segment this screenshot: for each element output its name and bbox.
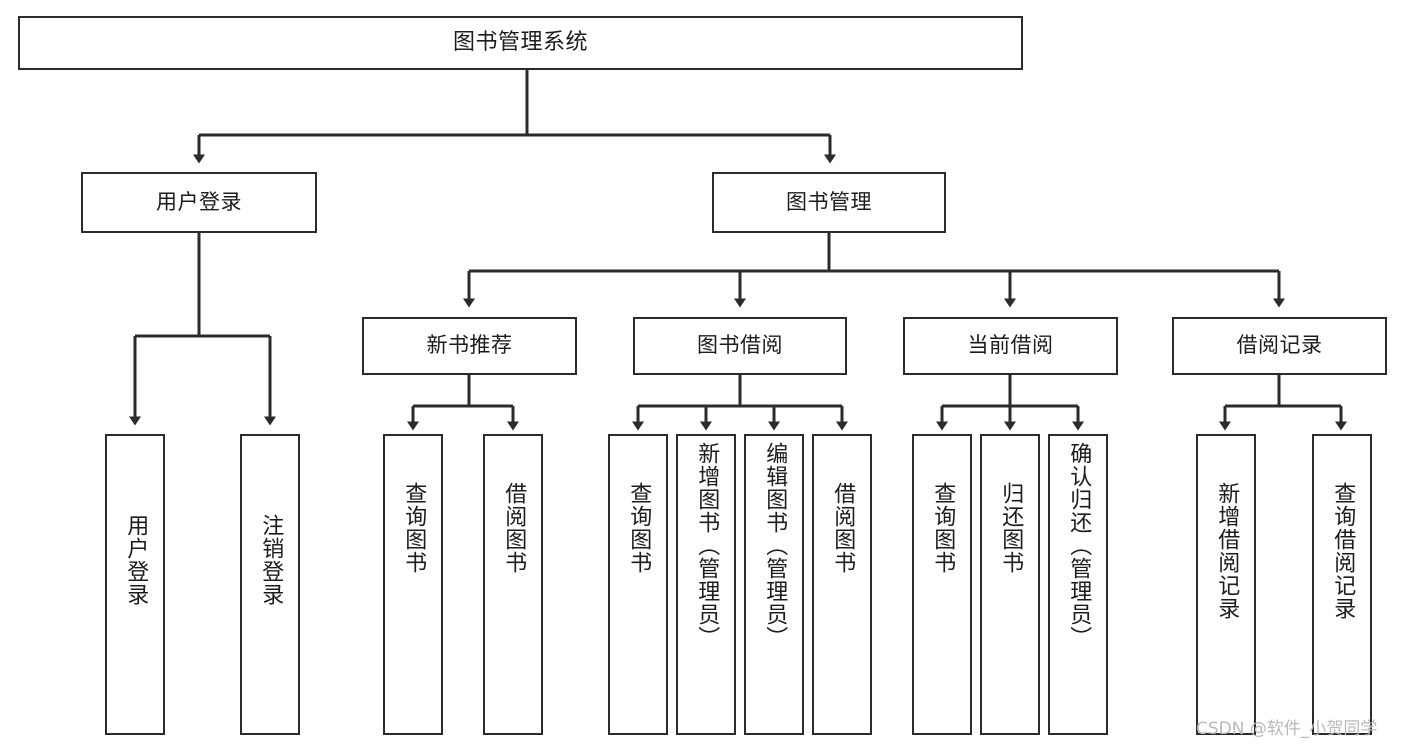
node-borrow-record-label: 借阅记录 <box>1236 333 1323 358</box>
leaf-edit-book-admin[interactable]: 编辑图书（管理员） <box>744 434 804 735</box>
node-current-borrow-label: 当前借阅 <box>967 333 1054 358</box>
node-borrow-record[interactable]: 借阅记录 <box>1172 317 1387 375</box>
watermark: CSDN @软件_小贺同学 <box>1196 719 1378 739</box>
leaf-add-borrow-record[interactable]: 新增借阅记录 <box>1196 434 1256 735</box>
leaf-borrow-book-1[interactable]: 借阅图书 <box>483 434 543 735</box>
leaf-add-borrow-record-label: 新增借阅记录 <box>1214 482 1240 620</box>
node-user-login[interactable]: 用户登录 <box>81 172 317 233</box>
node-user-login-label: 用户登录 <box>156 189 242 214</box>
leaf-query-book-3[interactable]: 查询图书 <box>912 434 972 735</box>
node-book-borrow-label: 图书借阅 <box>697 333 783 358</box>
leaf-return-book[interactable]: 归还图书 <box>980 434 1040 735</box>
leaf-query-book-2-label: 查询图书 <box>626 482 652 574</box>
leaf-logout[interactable]: 注销登录 <box>240 434 300 735</box>
leaf-logout-label: 注销登录 <box>258 514 284 606</box>
leaf-query-borrow-record-label: 查询借阅记录 <box>1330 482 1356 620</box>
leaf-user-login-label: 用户登录 <box>123 514 149 606</box>
leaf-edit-book-admin-label: 编辑图书（管理员） <box>762 442 788 649</box>
node-new-book-recommend-label: 新书推荐 <box>426 333 513 358</box>
leaf-query-book-1[interactable]: 查询图书 <box>383 434 443 735</box>
node-book-manage-label: 图书管理 <box>786 189 872 214</box>
leaf-query-book-2[interactable]: 查询图书 <box>608 434 668 735</box>
node-current-borrow[interactable]: 当前借阅 <box>903 317 1118 375</box>
node-root[interactable]: 图书管理系统 <box>18 16 1023 70</box>
node-book-manage[interactable]: 图书管理 <box>712 172 946 233</box>
leaf-confirm-return-admin[interactable]: 确认归还（管理员） <box>1048 434 1108 735</box>
leaf-query-book-1-label: 查询图书 <box>401 482 427 574</box>
node-new-book-recommend[interactable]: 新书推荐 <box>362 317 577 375</box>
node-root-label: 图书管理系统 <box>452 29 588 55</box>
leaf-query-book-3-label: 查询图书 <box>930 482 956 574</box>
leaf-query-borrow-record[interactable]: 查询借阅记录 <box>1312 434 1372 735</box>
node-book-borrow[interactable]: 图书借阅 <box>633 317 847 375</box>
leaf-borrow-book-1-label: 借阅图书 <box>501 482 527 574</box>
leaf-borrow-book-2-label: 借阅图书 <box>830 482 856 574</box>
leaf-confirm-return-admin-label: 确认归还（管理员） <box>1066 442 1092 649</box>
leaf-return-book-label: 归还图书 <box>998 482 1024 574</box>
leaf-add-book-admin[interactable]: 新增图书（管理员） <box>676 434 736 735</box>
leaf-add-book-admin-label: 新增图书（管理员） <box>694 442 720 649</box>
leaf-borrow-book-2[interactable]: 借阅图书 <box>812 434 872 735</box>
leaf-user-login[interactable]: 用户登录 <box>105 434 165 735</box>
